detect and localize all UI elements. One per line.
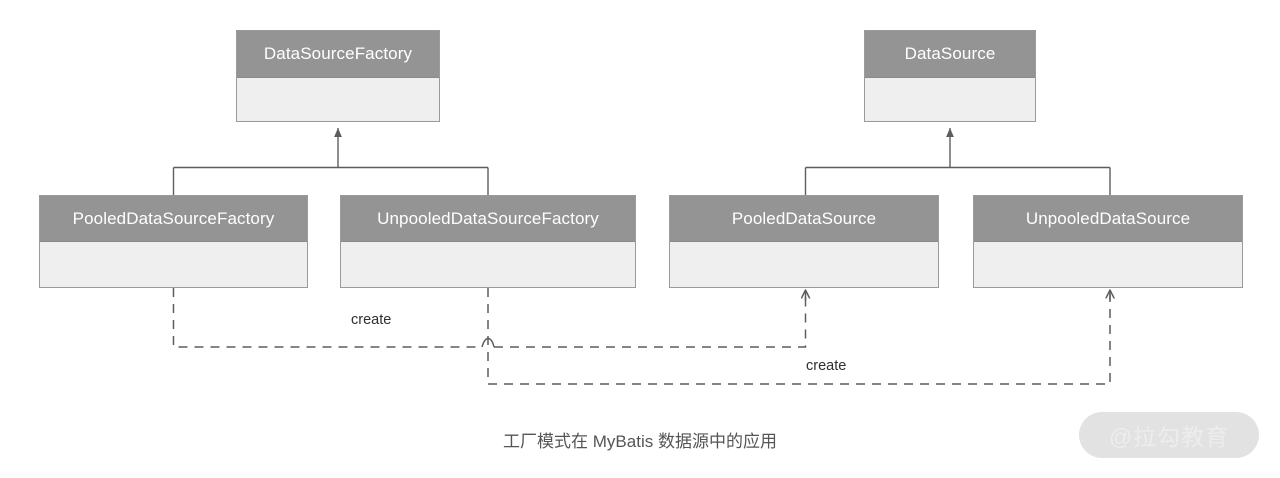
class-title-unpooled-data-source-factory: UnpooledDataSourceFactory bbox=[341, 196, 635, 242]
edge-create-unpooled-path bbox=[487, 288, 1111, 385]
class-members-unpooled-data-source bbox=[974, 242, 1242, 287]
class-box-data-source[interactable]: DataSource bbox=[864, 30, 1036, 122]
class-title-pooled-data-source-factory: PooledDataSourceFactory bbox=[40, 196, 307, 242]
dependency-create-pooled bbox=[172, 288, 807, 348]
dependency-create-unpooled bbox=[487, 288, 1111, 385]
edge-label-create-unpooled: create bbox=[806, 358, 847, 374]
class-members-data-source-factory bbox=[237, 78, 439, 121]
class-title-data-source: DataSource bbox=[865, 31, 1035, 78]
class-box-pooled-data-source[interactable]: PooledDataSource bbox=[669, 195, 939, 288]
edge-create-pooled-seg1 bbox=[172, 288, 482, 348]
diagram-caption: 工厂模式在 MyBatis 数据源中的应用 bbox=[503, 432, 777, 451]
class-title-unpooled-data-source: UnpooledDataSource bbox=[974, 196, 1242, 242]
class-box-unpooled-data-source-factory[interactable]: UnpooledDataSourceFactory bbox=[340, 195, 636, 288]
edge-create-pooled-seg2 bbox=[494, 294, 807, 348]
class-members-pooled-data-source-factory bbox=[40, 242, 307, 287]
class-box-unpooled-data-source[interactable]: UnpooledDataSource bbox=[973, 195, 1243, 288]
edge-label-create-pooled: create bbox=[351, 312, 392, 328]
class-members-data-source bbox=[865, 78, 1035, 121]
class-title-data-source-factory: DataSourceFactory bbox=[237, 31, 439, 78]
generalization-left-cluster bbox=[172, 127, 489, 195]
class-box-pooled-data-source-factory[interactable]: PooledDataSourceFactory bbox=[39, 195, 308, 288]
class-members-pooled-data-source bbox=[670, 242, 938, 287]
class-title-pooled-data-source: PooledDataSource bbox=[670, 196, 938, 242]
class-box-data-source-factory[interactable]: DataSourceFactory bbox=[236, 30, 440, 122]
class-members-unpooled-data-source-factory bbox=[341, 242, 635, 287]
watermark-badge: @拉勾教育 bbox=[1079, 412, 1259, 458]
generalization-right-cluster bbox=[804, 127, 1111, 195]
